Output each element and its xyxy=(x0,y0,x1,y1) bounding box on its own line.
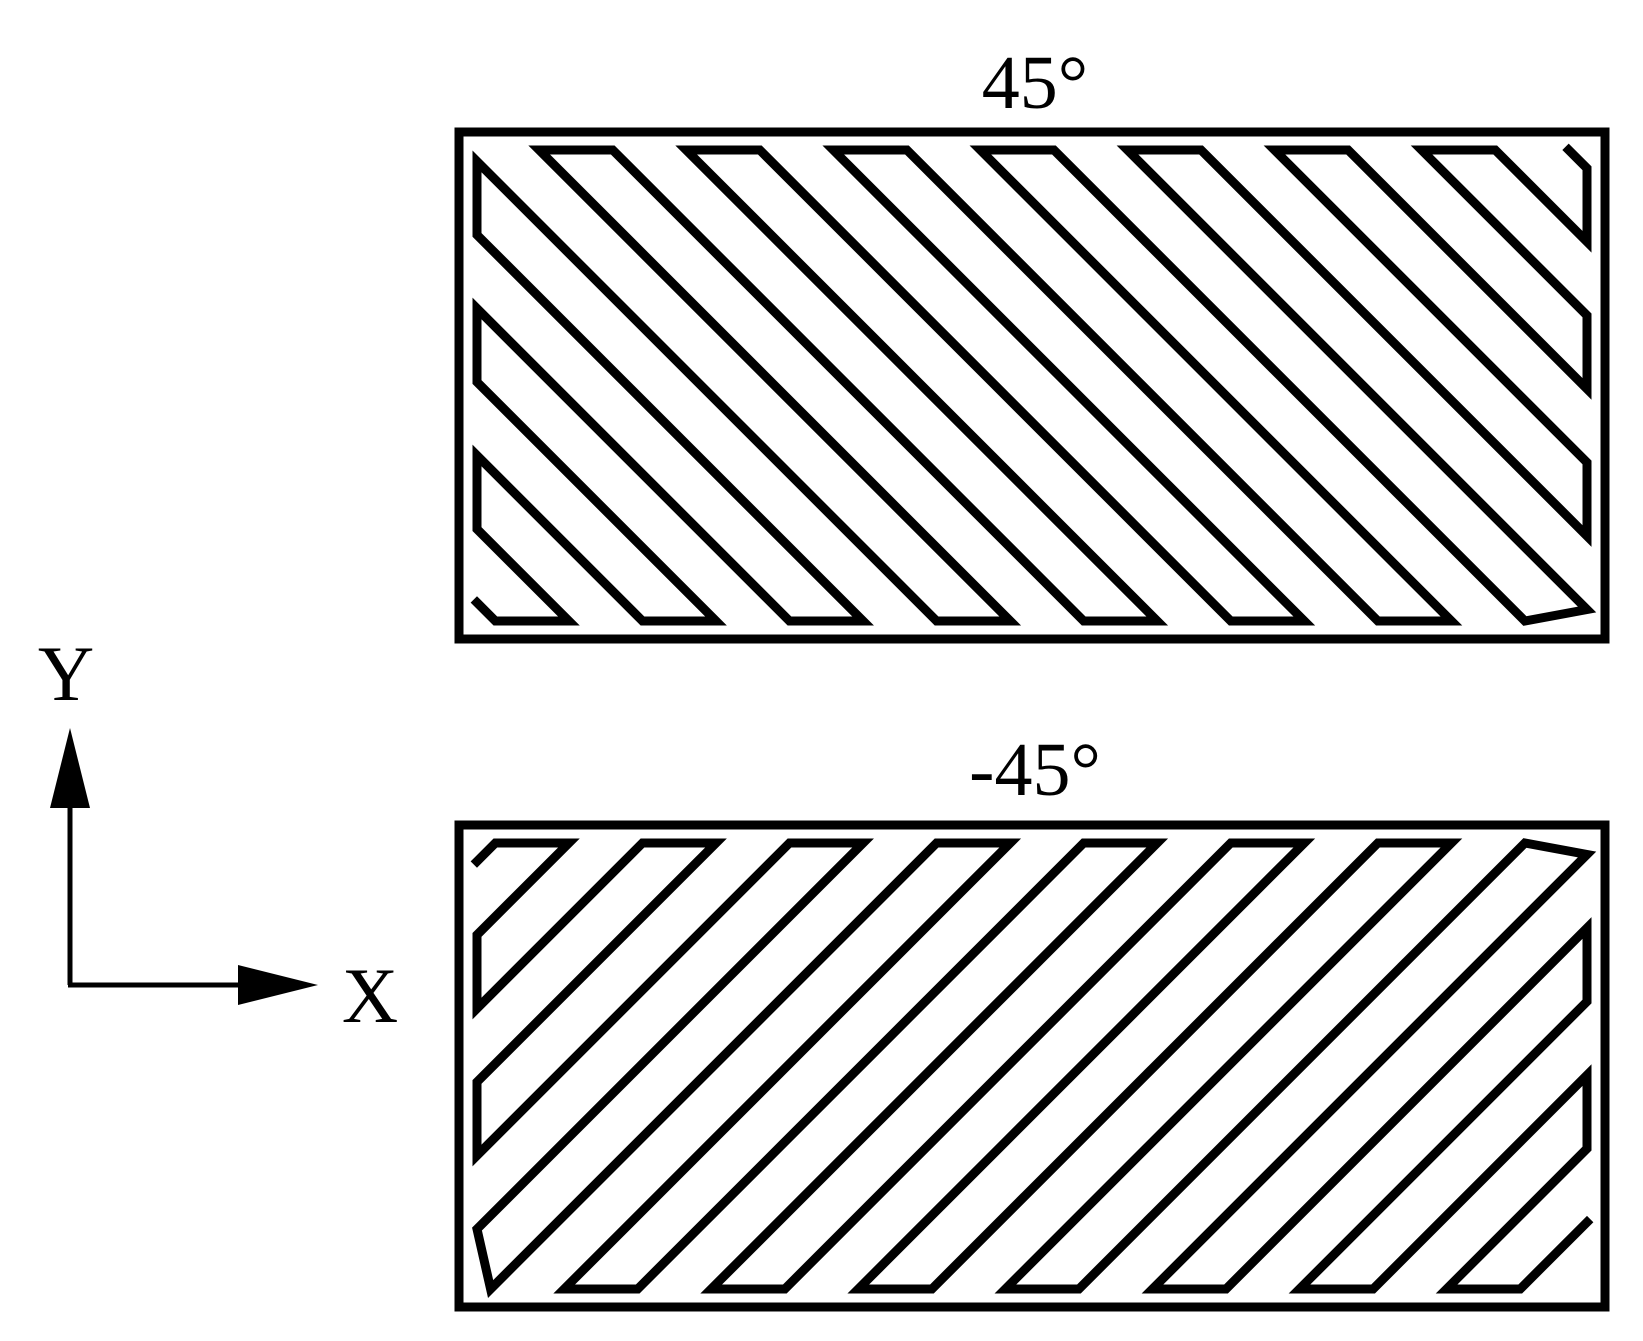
y-axis-label: Y xyxy=(38,630,94,717)
panel-45: 45° xyxy=(454,41,1610,644)
panel-minus-45: -45° xyxy=(454,728,1610,1312)
panel-45-frame xyxy=(454,127,1610,644)
x-axis-arrowhead xyxy=(238,965,318,1005)
raster-path-45 xyxy=(470,143,1597,626)
panel-minus-45-angle-label: -45° xyxy=(969,728,1101,812)
panel-45-raster-path xyxy=(470,143,1597,626)
raster-path-minus-45 xyxy=(470,838,1597,1298)
x-axis-label: X xyxy=(342,952,398,1039)
panel-minus-45-frame xyxy=(454,820,1610,1312)
panel-45-angle-label: 45° xyxy=(982,41,1088,125)
y-axis-arrowhead xyxy=(50,728,90,808)
panel-minus-45-raster-path xyxy=(470,838,1597,1298)
coordinate-axes: Y X xyxy=(38,630,398,1039)
